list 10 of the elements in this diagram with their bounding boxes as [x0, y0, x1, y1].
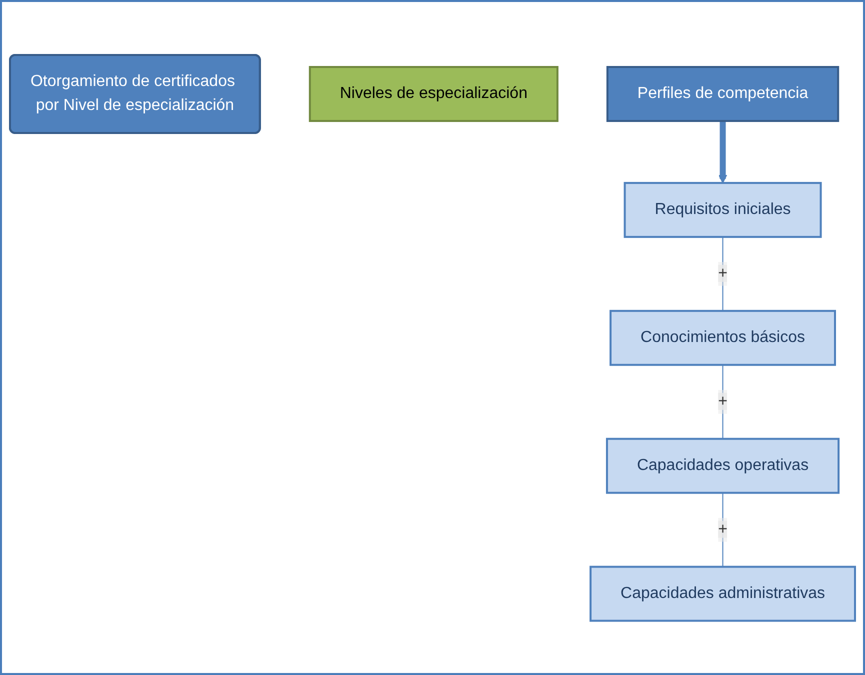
- node-box: Capacidades administrativas: [590, 565, 856, 622]
- edge-label: +: [718, 392, 728, 410]
- edge-label: +: [718, 264, 728, 282]
- node-box: Perfiles de competencia: [606, 66, 840, 122]
- node-box: Requisitos iniciales: [624, 182, 822, 238]
- arrow: [718, 120, 728, 183]
- node-box: Niveles de especialización: [308, 66, 558, 122]
- node-box: Capacidades operativas: [606, 437, 840, 494]
- edge-label: +: [718, 520, 728, 538]
- node-box: Conocimientos básicos: [610, 310, 836, 366]
